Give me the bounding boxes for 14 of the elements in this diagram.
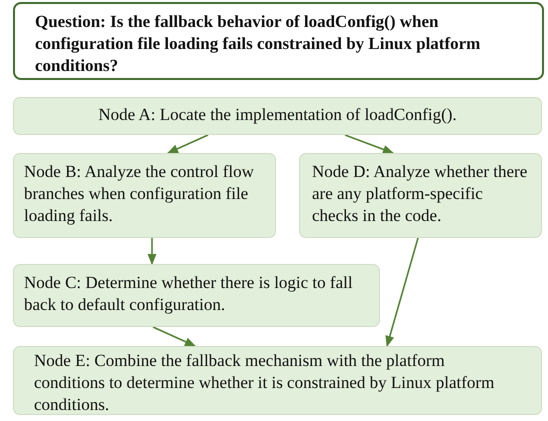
arrow	[148, 238, 156, 266]
step-text: Node A: Locate the implementation of loadConfig().	[97, 104, 458, 126]
step-box	[13, 264, 380, 327]
step-box	[13, 346, 542, 415]
step-box	[13, 97, 542, 135]
arrow	[385, 238, 419, 348]
step-text: Node C: Determine whether there is logic to fall back to default configuration.	[24, 272, 354, 316]
step-box	[13, 153, 276, 238]
step-box	[299, 153, 542, 238]
step-text: Node B: Analyze the control flow branches when configuration file loading fails.	[24, 161, 255, 227]
question-text: Question: Is the fallback behavior of loadConfig() when configuration file loading fails constrained by Linux platform conditions?	[35, 11, 482, 77]
question-box	[13, 2, 544, 80]
step-text: Node E: Combine the fallback mechanism with the platform conditions to determine whether it is constrained by Linux platform conditions.	[34, 350, 496, 416]
step-text: Node D: Analyze whether there are any platform-specific checks in the code.	[312, 161, 528, 227]
